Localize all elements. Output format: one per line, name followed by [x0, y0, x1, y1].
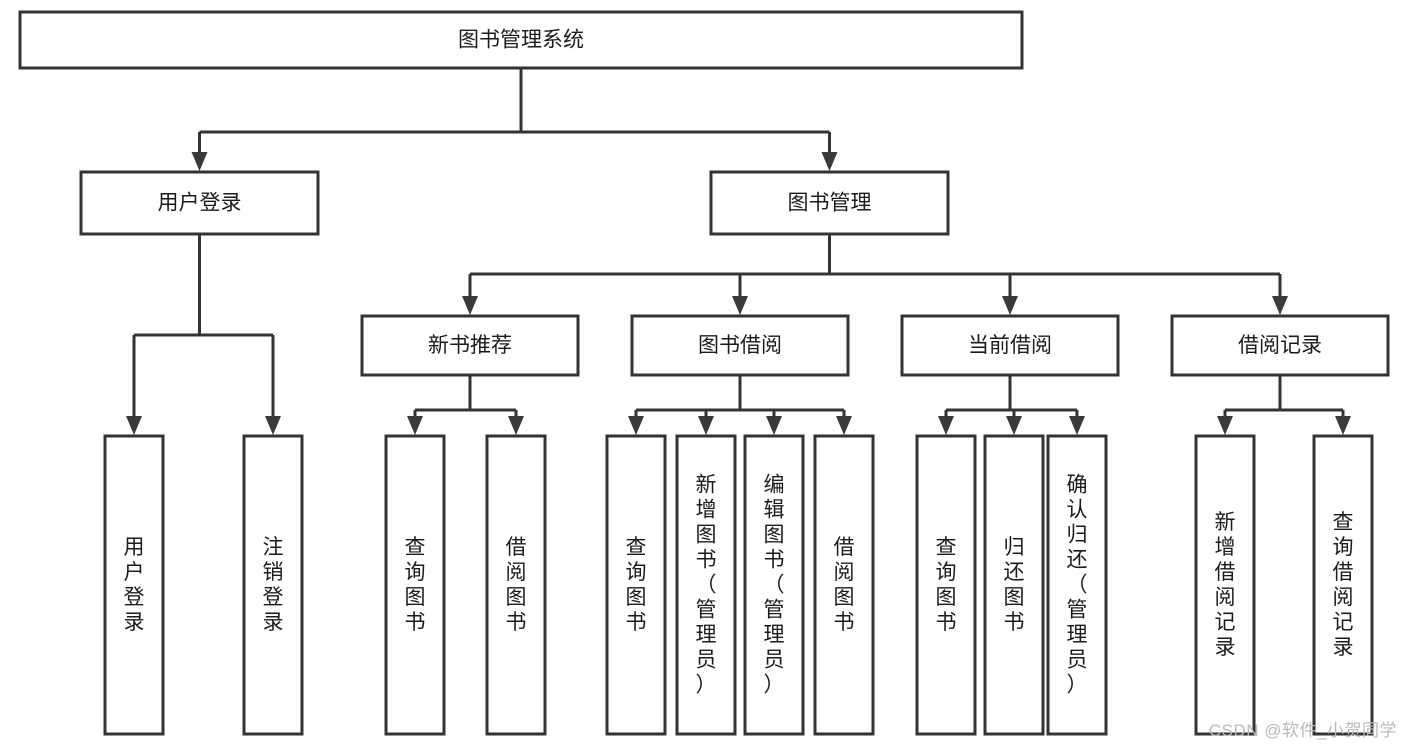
- flow-node-borrow-record[interactable]: 借阅记录: [1170, 314, 1390, 377]
- node-box: [915, 434, 977, 736]
- node-label: 注销登录: [263, 536, 284, 634]
- arrow-head-icon: [1069, 416, 1085, 435]
- flow-node-leaf-user-logout[interactable]: 注销登录: [242, 434, 304, 736]
- flow-node-current-borrow[interactable]: 当前借阅: [900, 314, 1120, 377]
- flow-node-leaf-add-book[interactable]: 新增图书（管理员）: [675, 434, 737, 736]
- arrow-head-icon: [698, 416, 714, 435]
- arrow-head-icon: [1272, 296, 1288, 315]
- node-box: [360, 314, 580, 377]
- arrowhead-layer: [126, 152, 1351, 435]
- node-label: 当前借阅: [968, 334, 1052, 357]
- arrow-head-icon: [938, 416, 954, 435]
- arrow-head-icon: [265, 416, 281, 435]
- arrow-head-icon: [1002, 296, 1018, 315]
- node-box: [1046, 434, 1108, 736]
- node-box: [79, 170, 320, 236]
- arrow-head-icon: [1335, 416, 1351, 435]
- arrow-head-icon: [628, 416, 644, 435]
- flow-node-leaf-borrow-book-1[interactable]: 借阅图书: [485, 434, 547, 736]
- node-label: 借阅图书: [834, 536, 855, 634]
- arrow-head-icon: [126, 416, 142, 435]
- node-label: 查询借阅记录: [1333, 511, 1354, 659]
- flow-node-book-borrow[interactable]: 图书借阅: [630, 314, 850, 377]
- node-box: [675, 434, 737, 736]
- node-label: 用户登录: [124, 536, 145, 634]
- node-box: [1170, 314, 1390, 377]
- node-box: [709, 170, 950, 236]
- node-box: [18, 10, 1024, 70]
- node-layer: 图书管理系统用户登录图书管理新书推荐图书借阅当前借阅借阅记录用户登录注销登录查询…: [18, 10, 1390, 736]
- flow-node-leaf-query-record[interactable]: 查询借阅记录: [1312, 434, 1374, 736]
- flow-node-leaf-query-book-1[interactable]: 查询图书: [384, 434, 446, 736]
- arrow-head-icon: [1006, 416, 1022, 435]
- node-label: 查询图书: [405, 536, 426, 634]
- node-box: [485, 434, 547, 736]
- node-label: 查询图书: [936, 536, 957, 634]
- node-box: [900, 314, 1120, 377]
- node-box: [813, 434, 875, 736]
- node-label: 归还图书: [1004, 536, 1025, 634]
- node-box: [743, 434, 805, 736]
- node-label: 查询图书: [626, 536, 647, 634]
- node-box: [1194, 434, 1256, 736]
- node-label: 图书管理: [788, 192, 872, 215]
- flow-node-leaf-user-login[interactable]: 用户登录: [103, 434, 165, 736]
- node-label: 图书借阅: [698, 334, 782, 357]
- node-box: [384, 434, 446, 736]
- flow-node-book-mgmt[interactable]: 图书管理: [709, 170, 950, 236]
- node-label: 借阅图书: [506, 536, 527, 634]
- arrow-head-icon: [732, 296, 748, 315]
- node-box: [242, 434, 304, 736]
- node-box: [983, 434, 1045, 736]
- arrow-head-icon: [1217, 416, 1233, 435]
- node-label: 用户登录: [158, 192, 242, 215]
- arrow-head-icon: [407, 416, 423, 435]
- flow-node-leaf-edit-book[interactable]: 编辑图书（管理员）: [743, 434, 805, 736]
- node-box: [103, 434, 165, 736]
- arrow-head-icon: [462, 296, 478, 315]
- node-label: 新增借阅记录: [1215, 511, 1236, 659]
- csdn-watermark: CSDN @软件_小贺同学: [1208, 721, 1397, 740]
- flow-node-leaf-confirm-return[interactable]: 确认归还（管理员）: [1046, 434, 1108, 736]
- node-label: 确认归还（管理员）: [1067, 474, 1088, 697]
- node-label: 编辑图书（管理员）: [764, 474, 785, 697]
- arrow-head-icon: [766, 416, 782, 435]
- flow-node-leaf-query-book-2[interactable]: 查询图书: [605, 434, 667, 736]
- flow-node-root[interactable]: 图书管理系统: [18, 10, 1024, 70]
- flow-node-leaf-borrow-book-2[interactable]: 借阅图书: [813, 434, 875, 736]
- flow-node-leaf-add-record[interactable]: 新增借阅记录: [1194, 434, 1256, 736]
- node-box: [605, 434, 667, 736]
- node-label: 新增图书（管理员）: [696, 474, 717, 697]
- node-label: 借阅记录: [1238, 334, 1322, 357]
- node-box: [1312, 434, 1374, 736]
- arrow-head-icon: [836, 416, 852, 435]
- node-label: 图书管理系统: [458, 29, 584, 52]
- flow-node-leaf-return-book[interactable]: 归还图书: [983, 434, 1045, 736]
- flow-node-new-book-rec[interactable]: 新书推荐: [360, 314, 580, 377]
- node-label: 新书推荐: [428, 334, 512, 357]
- flow-node-user-login[interactable]: 用户登录: [79, 170, 320, 236]
- arrow-head-icon: [191, 152, 208, 171]
- flow-node-leaf-query-book-3[interactable]: 查询图书: [915, 434, 977, 736]
- arrow-head-icon: [508, 416, 524, 435]
- arrow-head-icon: [821, 152, 838, 171]
- node-box: [630, 314, 850, 377]
